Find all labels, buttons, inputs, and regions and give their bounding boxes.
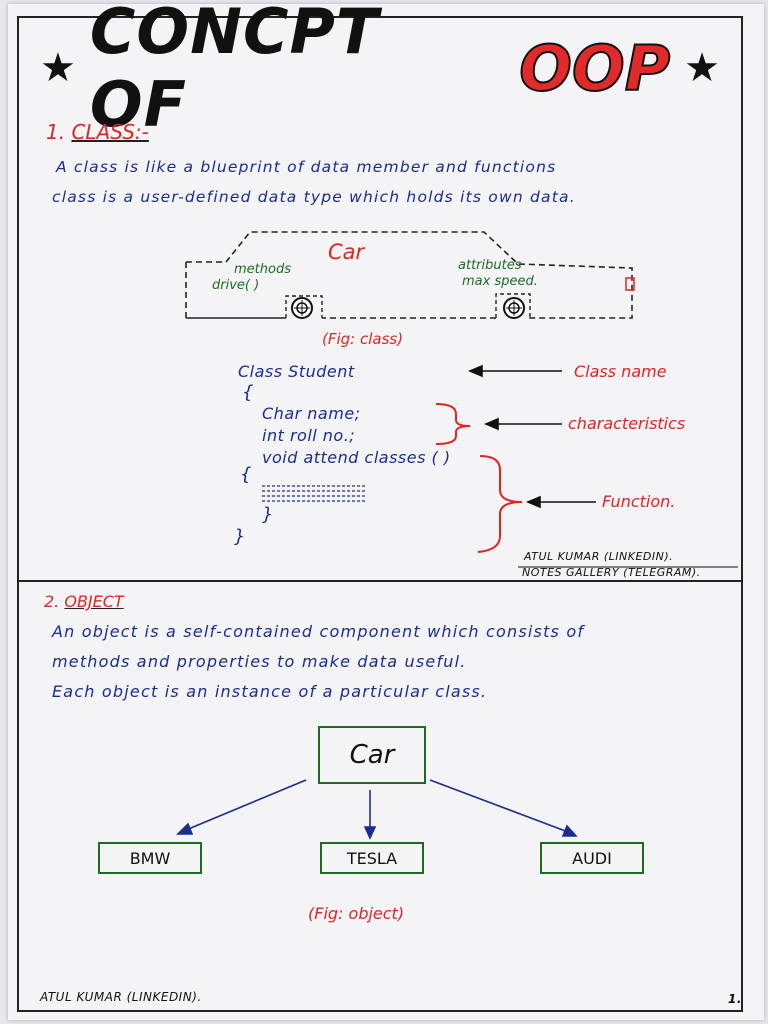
star-left-icon: ★ <box>40 45 76 91</box>
object-definition-line-2: methods and properties to make data usef… <box>52 652 467 671</box>
code-member-2: int roll no.; <box>262 426 356 445</box>
class-credit-telegram: NOTES GALLERY (TELEGRAM). <box>522 566 701 579</box>
characteristics-arrow <box>483 417 562 431</box>
object-definition-line-1: An object is a self-contained component … <box>52 622 585 641</box>
title-main-text: CONCPT OF <box>89 0 380 141</box>
page-number: 1. <box>728 992 742 1006</box>
class-definition-line-2: class is a user-defined data type which … <box>52 188 576 206</box>
class-figure-caption: (Fig: class) <box>322 330 404 348</box>
methods-value: drive( ) <box>212 278 260 293</box>
object-heading-number: 2. <box>44 592 60 611</box>
object-parent-box: Car <box>318 726 426 784</box>
function-brace <box>477 455 523 553</box>
object-child-audi: AUDI <box>540 842 644 874</box>
star-right-icon: ★ <box>684 45 720 91</box>
note-characteristics: characteristics <box>568 414 686 433</box>
attributes-label: attributes <box>458 258 522 273</box>
rear-wheel-icon <box>503 297 525 319</box>
title-accent-text: OOP <box>518 31 671 106</box>
car-outline <box>185 231 633 319</box>
page-border <box>17 16 743 1012</box>
object-heading-label: OBJECT <box>64 592 124 611</box>
class-name-arrow <box>467 364 562 378</box>
code-body-placeholder <box>262 485 366 502</box>
object-child-bmw: BMW <box>98 842 202 874</box>
object-definition-line-3: Each object is an instance of a particul… <box>52 682 488 701</box>
note-function: Function. <box>602 492 676 511</box>
page-title: ★ CONCPT OF OOP ★ <box>40 0 720 141</box>
arrow-to-audi <box>429 779 569 833</box>
front-wheel-icon <box>291 297 313 319</box>
car-label: Car <box>328 240 365 264</box>
class-credit-linkedin: ATUL KUMAR (LINKEDIN). <box>524 550 674 563</box>
code-inner-close-brace: } <box>262 504 274 525</box>
code-inner-open-brace: { <box>240 464 252 485</box>
code-open-brace: { <box>242 382 254 403</box>
object-figure-caption: (Fig: object) <box>308 904 405 923</box>
characteristics-brace <box>435 403 471 445</box>
code-method: void attend classes ( ) <box>262 448 451 467</box>
note-class-name: Class name <box>574 362 667 381</box>
code-member-1: Char name; <box>262 404 361 423</box>
code-class-line: Class Student <box>238 362 355 381</box>
object-heading: 2. OBJECT <box>44 592 124 611</box>
class-heading-number: 1. <box>46 120 66 144</box>
methods-label: methods <box>234 262 291 277</box>
class-definition-line-1: A class is like a blueprint of data memb… <box>56 158 557 176</box>
attributes-value: max speed. <box>462 274 538 289</box>
arrow-to-bmw <box>185 779 307 831</box>
code-close-brace: } <box>234 526 246 547</box>
object-child-tesla: TESLA <box>320 842 424 874</box>
class-heading-label: CLASS:- <box>71 120 149 144</box>
function-arrow <box>525 495 596 509</box>
section-divider <box>17 580 743 582</box>
notebook-page <box>8 4 764 1020</box>
footer-credit: ATUL KUMAR (LINKEDIN). <box>40 990 202 1004</box>
class-heading: 1. CLASS:- <box>46 120 149 144</box>
